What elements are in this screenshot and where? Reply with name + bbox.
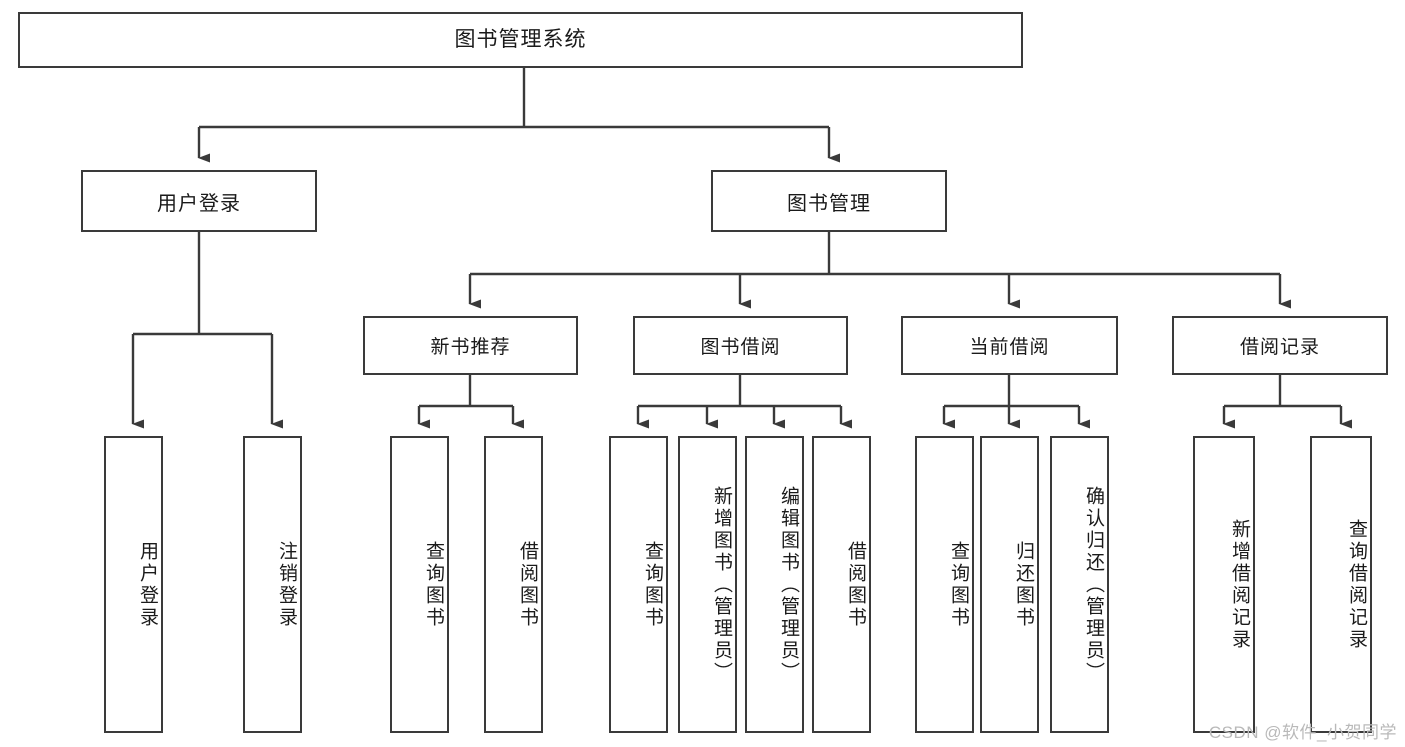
node-root-system[interactable]: 图书管理系统 [18,12,1023,68]
leaf-label: 查询借阅记录 [1346,518,1367,651]
leaf-label: 查询图书 [642,540,663,629]
leaf-label: 注销登录 [276,540,297,629]
leaf-borrow-record-add-record[interactable]: 新增借阅记录 [1193,436,1255,733]
node-current-borrow[interactable]: 当前借阅 [901,316,1118,375]
leaf-book-borrow-query-book[interactable]: 查询图书 [609,436,668,733]
leaf-label: 查询图书 [423,540,444,629]
node-borrow-record[interactable]: 借阅记录 [1172,316,1388,375]
node-user-login[interactable]: 用户登录 [81,170,317,232]
csdn-watermark: CSDN @软件_小贺同学 [1208,723,1397,742]
node-book-borrow[interactable]: 图书借阅 [633,316,848,375]
leaf-current-borrow-query-book[interactable]: 查询图书 [915,436,974,733]
leaf-new-book-query-book[interactable]: 查询图书 [390,436,449,733]
leaf-book-borrow-edit-book-admin[interactable]: 编辑图书（管理员） [745,436,804,733]
node-book-management[interactable]: 图书管理 [711,170,947,232]
leaf-current-borrow-return-book[interactable]: 归还图书 [980,436,1039,733]
leaf-label: 确认归还（管理员） [1083,485,1104,684]
leaf-label: 编辑图书（管理员） [778,485,799,684]
leaf-label: 新增借阅记录 [1229,518,1250,651]
leaf-new-book-borrow-book[interactable]: 借阅图书 [484,436,543,733]
leaf-user-login-logout[interactable]: 注销登录 [243,436,302,733]
leaf-label: 借阅图书 [845,540,866,629]
leaf-current-borrow-confirm-return-admin[interactable]: 确认归还（管理员） [1050,436,1109,733]
leaf-borrow-record-query-record[interactable]: 查询借阅记录 [1310,436,1372,733]
leaf-book-borrow-borrow-book[interactable]: 借阅图书 [812,436,871,733]
leaf-label: 新增图书（管理员） [711,485,732,684]
leaf-label: 借阅图书 [517,540,538,629]
leaf-user-login-login[interactable]: 用户登录 [104,436,163,733]
leaf-label: 归还图书 [1013,540,1034,629]
leaf-book-borrow-add-book-admin[interactable]: 新增图书（管理员） [678,436,737,733]
leaf-label: 用户登录 [137,540,158,629]
leaf-label: 查询图书 [948,540,969,629]
node-new-book-recommend[interactable]: 新书推荐 [363,316,578,375]
